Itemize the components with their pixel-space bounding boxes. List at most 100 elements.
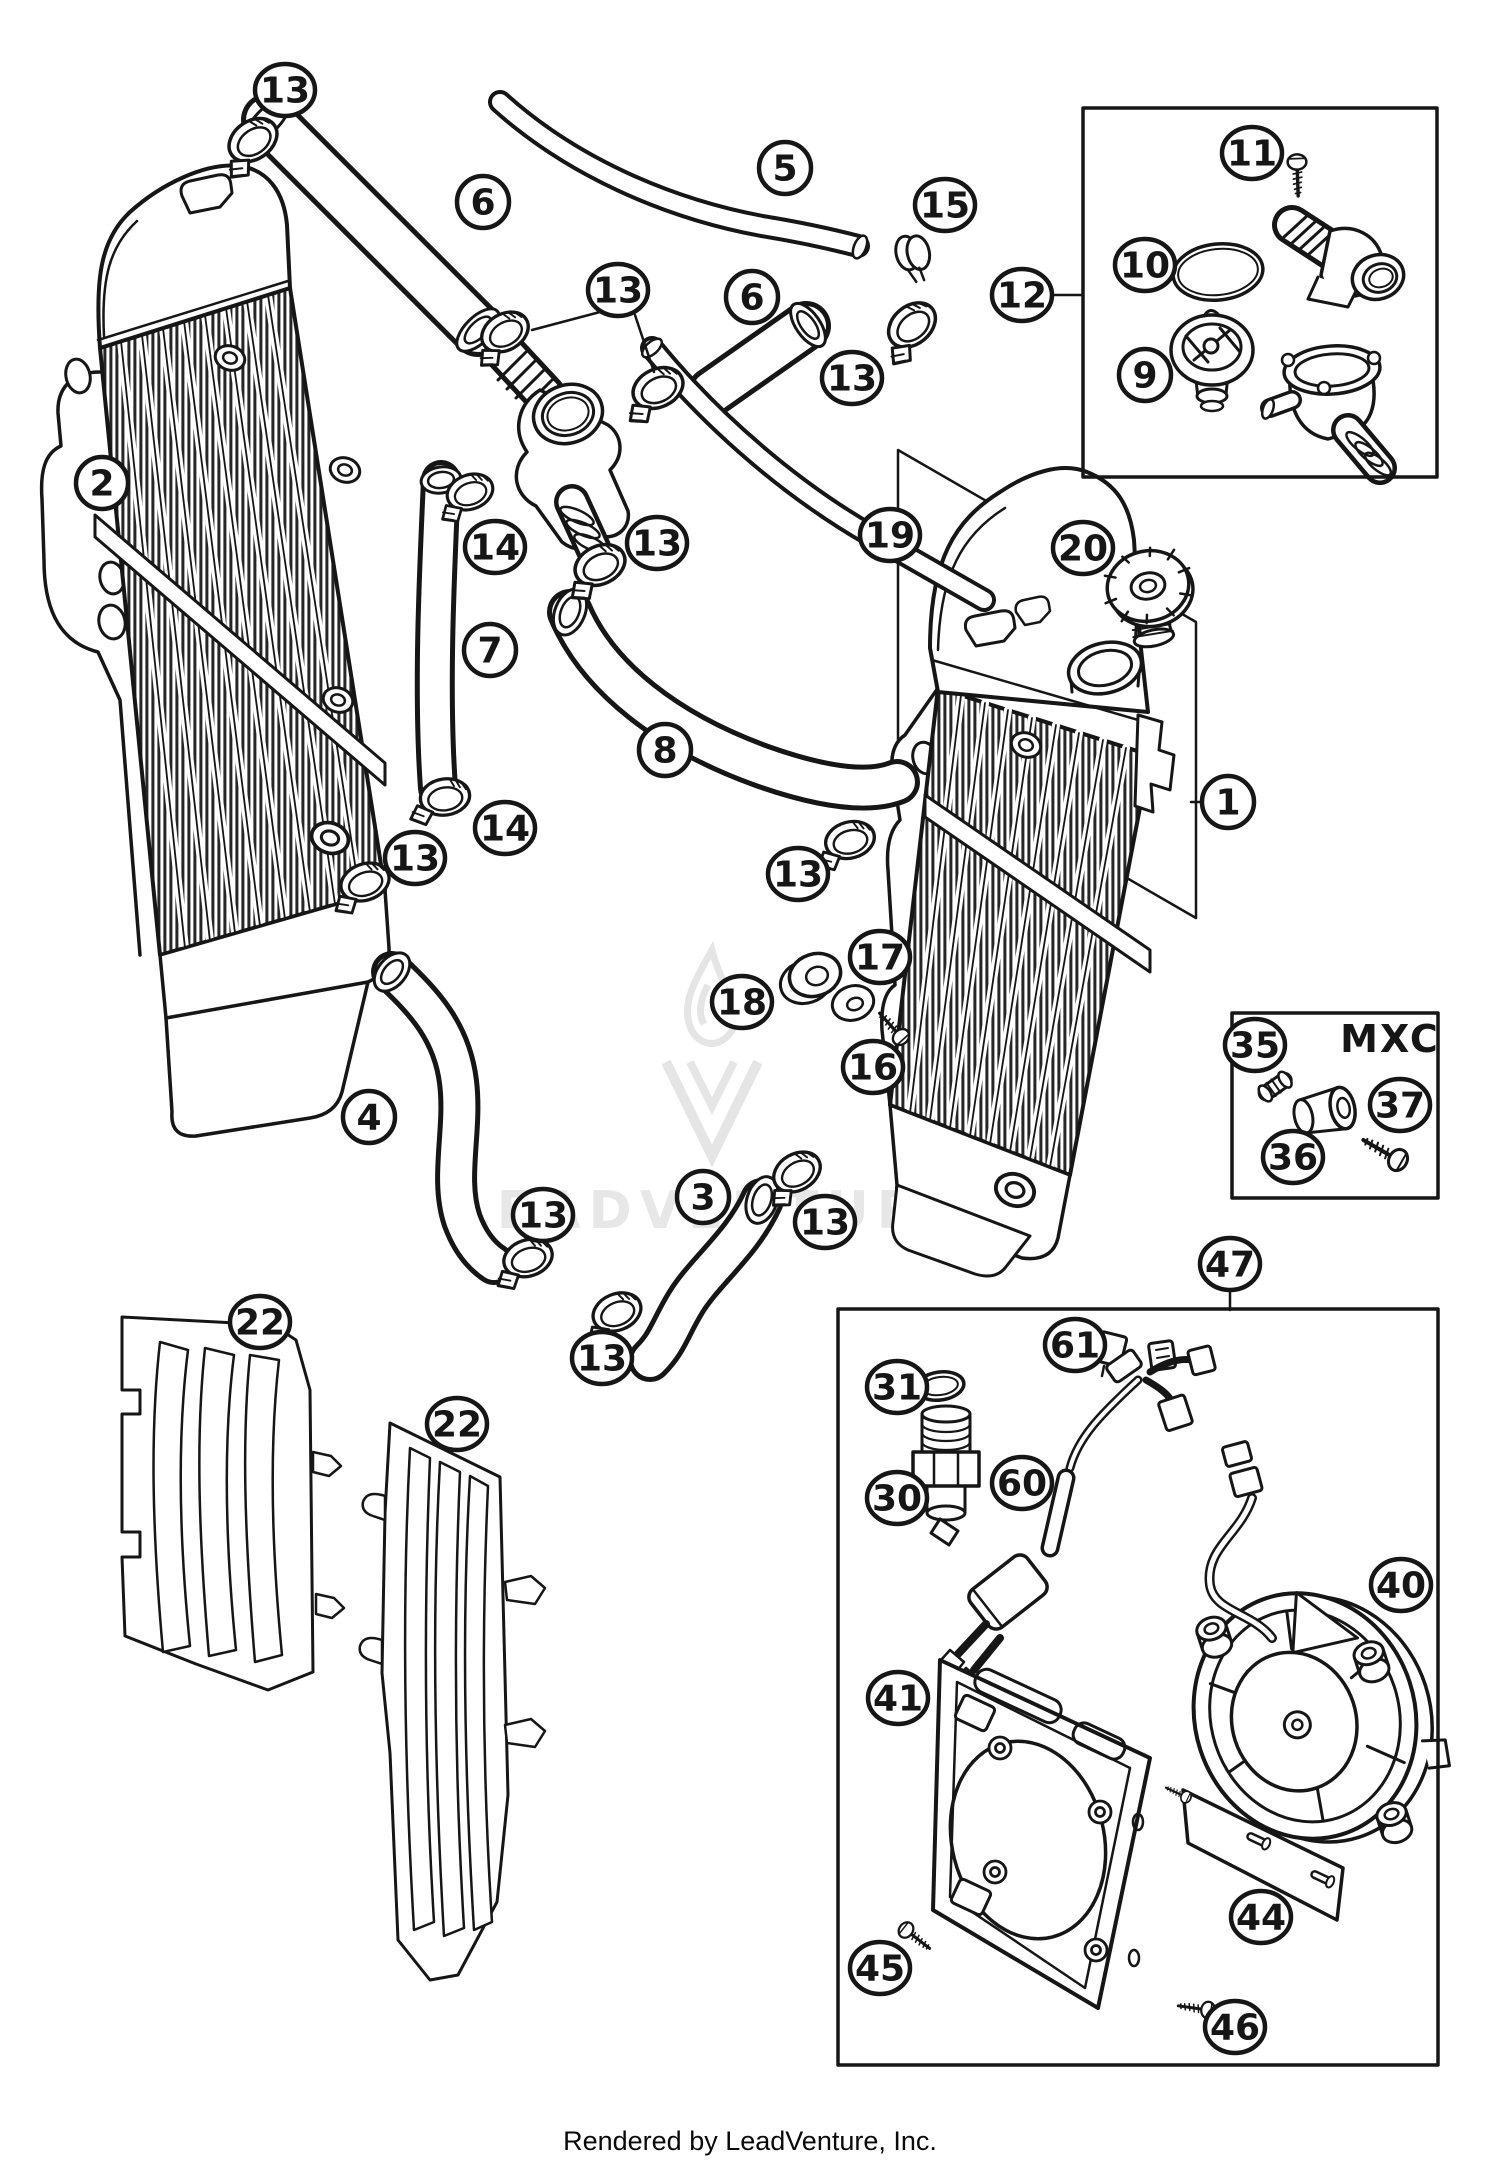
svg-text:13: 13 [827,359,877,400]
svg-text:10: 10 [1120,246,1170,287]
callout-13: 13 [585,261,651,319]
wire-clamp [894,234,932,284]
thermostat-group-box [1081,106,1439,479]
callout-13: 13 [819,349,885,407]
svg-text:7: 7 [477,631,502,672]
svg-text:30: 30 [872,1479,922,1520]
svg-text:14: 14 [470,528,520,569]
callout-15: 15 [912,176,978,234]
callout-13: 13 [792,1193,858,1251]
callout-19: 19 [857,506,923,564]
svg-text:37: 37 [1375,1086,1425,1127]
fan-wiring-harness [939,1344,1217,1692]
callout-20: 20 [1050,519,1116,577]
callout-13: 13 [569,1329,635,1387]
hose-4 [371,951,515,1285]
callout-60: 60 [989,1454,1055,1512]
svg-text:13: 13 [800,1203,850,1244]
svg-text:13: 13 [577,1339,627,1380]
svg-text:13: 13 [773,855,823,896]
callout-4: 4 [340,1088,398,1146]
callout-13: 13 [765,845,831,903]
callout-2: 2 [73,454,131,512]
svg-text:9: 9 [1132,356,1157,397]
svg-text:11: 11 [1227,134,1277,175]
svg-text:16: 16 [848,1048,898,1089]
callout-9: 9 [1116,346,1174,404]
svg-text:8: 8 [652,731,677,772]
fan-motor-cable [1204,1440,1277,1643]
callout-13: 13 [510,1186,576,1244]
svg-text:6: 6 [470,183,495,224]
svg-text:31: 31 [872,1368,922,1409]
thermostat-group-parts [1169,152,1406,485]
svg-text:6: 6 [739,278,764,319]
callout-17: 17 [847,928,913,986]
callout-13: 13 [382,829,448,887]
callout-7: 7 [461,621,519,679]
svg-text:17: 17 [855,938,905,979]
svg-text:15: 15 [920,186,970,227]
hose-19 [640,336,996,612]
callout-11: 11 [1219,124,1285,182]
callout-47: 47 [1197,1235,1263,1293]
thermostat-elbow-fitting [1272,205,1406,309]
svg-text:3: 3 [690,1178,715,1219]
svg-text:1: 1 [1215,783,1240,824]
group-boxes: MXC [836,106,1440,2067]
callout-5: 5 [756,139,814,197]
callout-40: 40 [1368,1556,1434,1614]
svg-text:4: 4 [356,1098,381,1139]
callout-41: 41 [865,1669,931,1727]
callout-36: 36 [1260,1128,1326,1186]
callout-37: 37 [1367,1076,1433,1134]
callout-13: 13 [252,61,318,119]
svg-text:13: 13 [593,271,643,312]
callout-14: 14 [472,799,538,857]
callout-46: 46 [1202,1998,1268,2056]
hose-8 [547,587,920,811]
fan-assembly [1191,1591,1451,1845]
fan-guard-plate [1162,1781,1345,1922]
callout-45: 45 [847,1939,913,1997]
svg-text:22: 22 [235,1303,285,1344]
svg-text:46: 46 [1210,2008,1260,2049]
left-radiator-guard [120,1315,346,1692]
hose-5 [488,90,870,260]
svg-text:20: 20 [1058,529,1108,570]
svg-text:18: 18 [717,983,767,1024]
fan-temp-switch [911,1404,981,1547]
callout-35: 35 [1222,1016,1288,1074]
svg-text:35: 35 [1230,1026,1280,1067]
callout-30: 30 [864,1469,930,1527]
svg-text:5: 5 [772,149,797,190]
svg-text:13: 13 [632,524,682,565]
callout-8: 8 [636,721,694,779]
svg-text:60: 60 [997,1464,1047,1505]
callout-61: 61 [1042,1316,1108,1374]
callout-10: 10 [1112,236,1178,294]
right-radiator-guard [358,1421,547,1982]
svg-text:47: 47 [1205,1245,1255,1286]
callout-leader-line [633,313,656,374]
callout-13: 13 [624,514,690,572]
svg-text:61: 61 [1050,1326,1100,1367]
fan-standoffs [1195,1615,1414,1845]
radiator-cap [1103,546,1195,649]
callout-22: 22 [227,1293,293,1351]
svg-text:22: 22 [432,1405,482,1446]
svg-text:41: 41 [873,1679,923,1720]
svg-text:14: 14 [480,809,530,850]
radiator-filler-neck [1066,640,1144,696]
thermostat-o-ring [1171,242,1265,302]
fan-kit-parts [894,1330,1451,2021]
render-credit-text: Rendered by LeadVenture, Inc. [563,2126,937,2156]
svg-text:19: 19 [865,516,915,557]
svg-text:2: 2 [89,464,114,505]
mxc-group-parts [1257,1070,1414,1177]
svg-text:13: 13 [260,71,310,112]
svg-text:40: 40 [1376,1566,1426,1607]
svg-text:13: 13 [518,1196,568,1237]
